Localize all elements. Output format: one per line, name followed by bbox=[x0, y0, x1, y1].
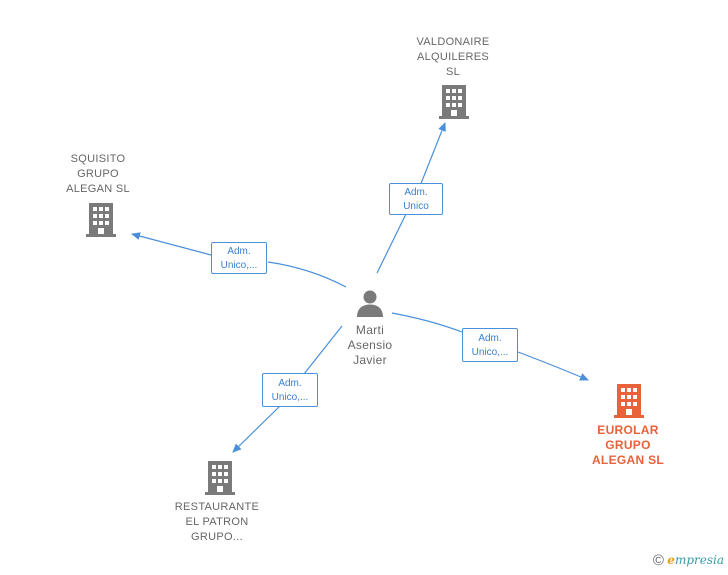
edge-line-squisito bbox=[132, 234, 347, 288]
building-icon[interactable] bbox=[439, 85, 469, 124]
building-icon-highlighted[interactable] bbox=[614, 384, 644, 423]
edge-line-valdonaire bbox=[376, 123, 445, 274]
company-label-valdonaire[interactable]: VALDONAIRE ALQUILERES SL bbox=[416, 36, 490, 78]
company-label-eurolar[interactable]: EUROLAR GRUPO ALEGAN SL bbox=[591, 423, 665, 467]
building-icon[interactable] bbox=[205, 461, 235, 500]
company-label-squisito[interactable]: SQUISITO GRUPO ALEGAN SL bbox=[66, 153, 130, 195]
edge-label-squisito[interactable]: Adm. Unico,... bbox=[211, 242, 267, 274]
edge-line-restaurante bbox=[233, 325, 343, 452]
person-name[interactable]: Marti Asensio Javier bbox=[347, 323, 393, 367]
building-icon[interactable] bbox=[86, 203, 116, 242]
brand-initial: e bbox=[667, 553, 675, 567]
edge-label-restaurante[interactable]: Adm. Unico,... bbox=[262, 373, 318, 407]
empresia-logo[interactable]: © empresia bbox=[653, 552, 724, 569]
edge-label-valdonaire[interactable]: Adm. Unico bbox=[389, 183, 443, 215]
person-icon[interactable] bbox=[355, 288, 385, 323]
edge-line-eurolar bbox=[391, 312, 588, 380]
company-label-restaurante[interactable]: RESTAURANTE EL PATRON GRUPO... bbox=[174, 501, 260, 543]
edge-label-eurolar[interactable]: Adm. Unico,... bbox=[462, 328, 518, 362]
brand-name: mpresia bbox=[674, 553, 724, 567]
copyright-symbol: © bbox=[652, 552, 664, 569]
